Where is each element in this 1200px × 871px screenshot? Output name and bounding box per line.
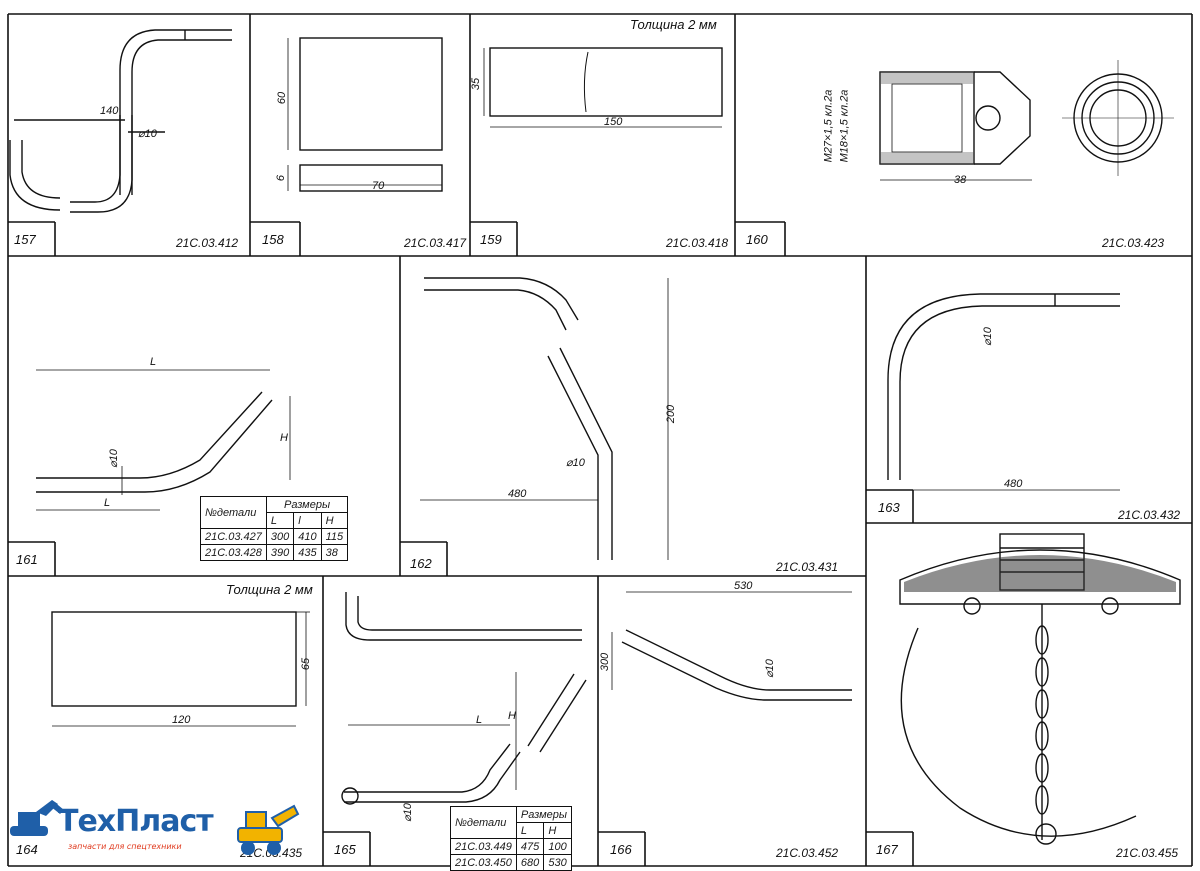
dimension-label: 530: [734, 580, 753, 592]
dimension-label: 480: [1004, 478, 1023, 490]
loader-icon: [237, 804, 300, 855]
brand-logo: ТехПласт запчасти для спецтехники: [6, 790, 306, 868]
part-code: 21С.03.412: [176, 236, 239, 250]
dimension-label: ⌀10: [566, 457, 585, 469]
table-col: L: [515, 822, 545, 839]
part-number: 160: [746, 232, 768, 247]
excavator-icon: [10, 800, 64, 836]
dimension-label: L: [104, 497, 111, 509]
part-number: 164: [16, 842, 38, 857]
dimension-table-161: №детали Размеры L l H 21С.03.427 300 410…: [200, 496, 349, 561]
part-162-tube: [420, 277, 669, 560]
dimension-label: 140: [100, 105, 119, 117]
table-header-dims: Размеры: [515, 806, 572, 823]
dimension-label: М18×1,5 кл.2а: [838, 89, 851, 163]
part-158-plate: [287, 37, 443, 192]
table-header-part: №детали: [200, 496, 267, 529]
dimension-label: ⌀10: [981, 327, 994, 346]
table-row: 21С.03.428 390 435 38: [200, 544, 349, 561]
part-code: 21С.03.432: [1118, 508, 1181, 522]
part-code: 21С.03.452: [776, 846, 839, 860]
table-cell: 100: [543, 838, 572, 855]
dimension-table-165: №детали Размеры L H 21С.03.449 475 100 2…: [450, 806, 572, 871]
part-160-fitting: [879, 60, 1174, 181]
dimension-label: ⌀10: [401, 803, 414, 822]
table-row: 21С.03.449 475 100: [450, 838, 572, 855]
part-number: 162: [410, 556, 432, 571]
dimension-label: 120: [172, 714, 191, 726]
part-number: 159: [480, 232, 502, 247]
table-col: L: [265, 512, 295, 529]
part-number: 157: [14, 232, 36, 247]
dimension-label: 38: [954, 174, 967, 186]
part-code: 21С.03.423: [1102, 236, 1165, 250]
part-165-tubes: [341, 592, 587, 805]
part-code: 21С.03.417: [404, 236, 467, 250]
logo-name: ТехПласт: [58, 804, 214, 839]
part-159-plate: [483, 47, 723, 128]
part-code: 21С.03.431: [776, 560, 839, 574]
table-header-dims: Размеры: [265, 496, 349, 513]
table-cell: 21С.03.428: [200, 544, 267, 561]
table-cell: 390: [265, 544, 295, 561]
dimension-label: 480: [508, 488, 527, 500]
dimension-label: 300: [599, 652, 612, 672]
thickness-note: Толщина 2 мм: [226, 582, 313, 597]
dimension-label: 65: [300, 657, 313, 671]
table-col: H: [543, 822, 572, 839]
dimension-label: 150: [604, 116, 623, 128]
part-161-tube: [36, 369, 291, 511]
table-header-part: №детали: [450, 806, 517, 839]
table-cell: 410: [293, 528, 322, 545]
dimension-label: 6: [275, 174, 288, 182]
dimension-label: 70: [372, 180, 385, 192]
dimension-label: H: [508, 710, 516, 722]
part-166-tube: [611, 591, 852, 701]
table-cell: 115: [320, 528, 349, 545]
part-number: 167: [876, 842, 898, 857]
table-cell: 21С.03.449: [450, 838, 517, 855]
dimension-label: 35: [470, 77, 483, 91]
table-cell: 530: [543, 854, 572, 871]
table-row: 21С.03.427 300 410 115: [200, 528, 349, 545]
part-163-tube: [885, 293, 1120, 491]
part-number: 163: [878, 500, 900, 515]
part-number: 165: [334, 842, 356, 857]
dimension-label: ⌀10: [107, 449, 120, 468]
table-cell: 680: [515, 854, 545, 871]
part-157-tube: [9, 29, 232, 213]
table-cell: 435: [293, 544, 322, 561]
table-cell: 21С.03.427: [200, 528, 267, 545]
thickness-note: Толщина 2 мм: [630, 17, 717, 32]
dimension-label: 60: [276, 91, 289, 105]
part-number: 158: [262, 232, 284, 247]
part-code: 21С.03.418: [666, 236, 729, 250]
dimension-label: L: [476, 714, 483, 726]
dimension-label: H: [280, 432, 288, 444]
table-row: 21С.03.450 680 530: [450, 854, 572, 871]
part-code: 21С.03.455: [1116, 846, 1179, 860]
table-cell: 475: [515, 838, 545, 855]
table-col: H: [320, 512, 349, 529]
dimension-label: L: [150, 356, 157, 368]
dimension-label: ⌀10: [763, 659, 776, 678]
part-164-plate: [51, 611, 310, 727]
dimension-label: ⌀10: [138, 128, 157, 140]
part-number: 161: [16, 552, 38, 567]
table-cell: 21С.03.450: [450, 854, 517, 871]
table-col: l: [293, 512, 322, 529]
table-cell: 38: [320, 544, 349, 561]
dimension-label: М27×1,5 кл.2а: [822, 89, 835, 163]
part-number: 166: [610, 842, 632, 857]
dimension-label: 200: [665, 404, 678, 424]
table-cell: 300: [265, 528, 295, 545]
logo-tagline: запчасти для спецтехники: [68, 842, 182, 851]
